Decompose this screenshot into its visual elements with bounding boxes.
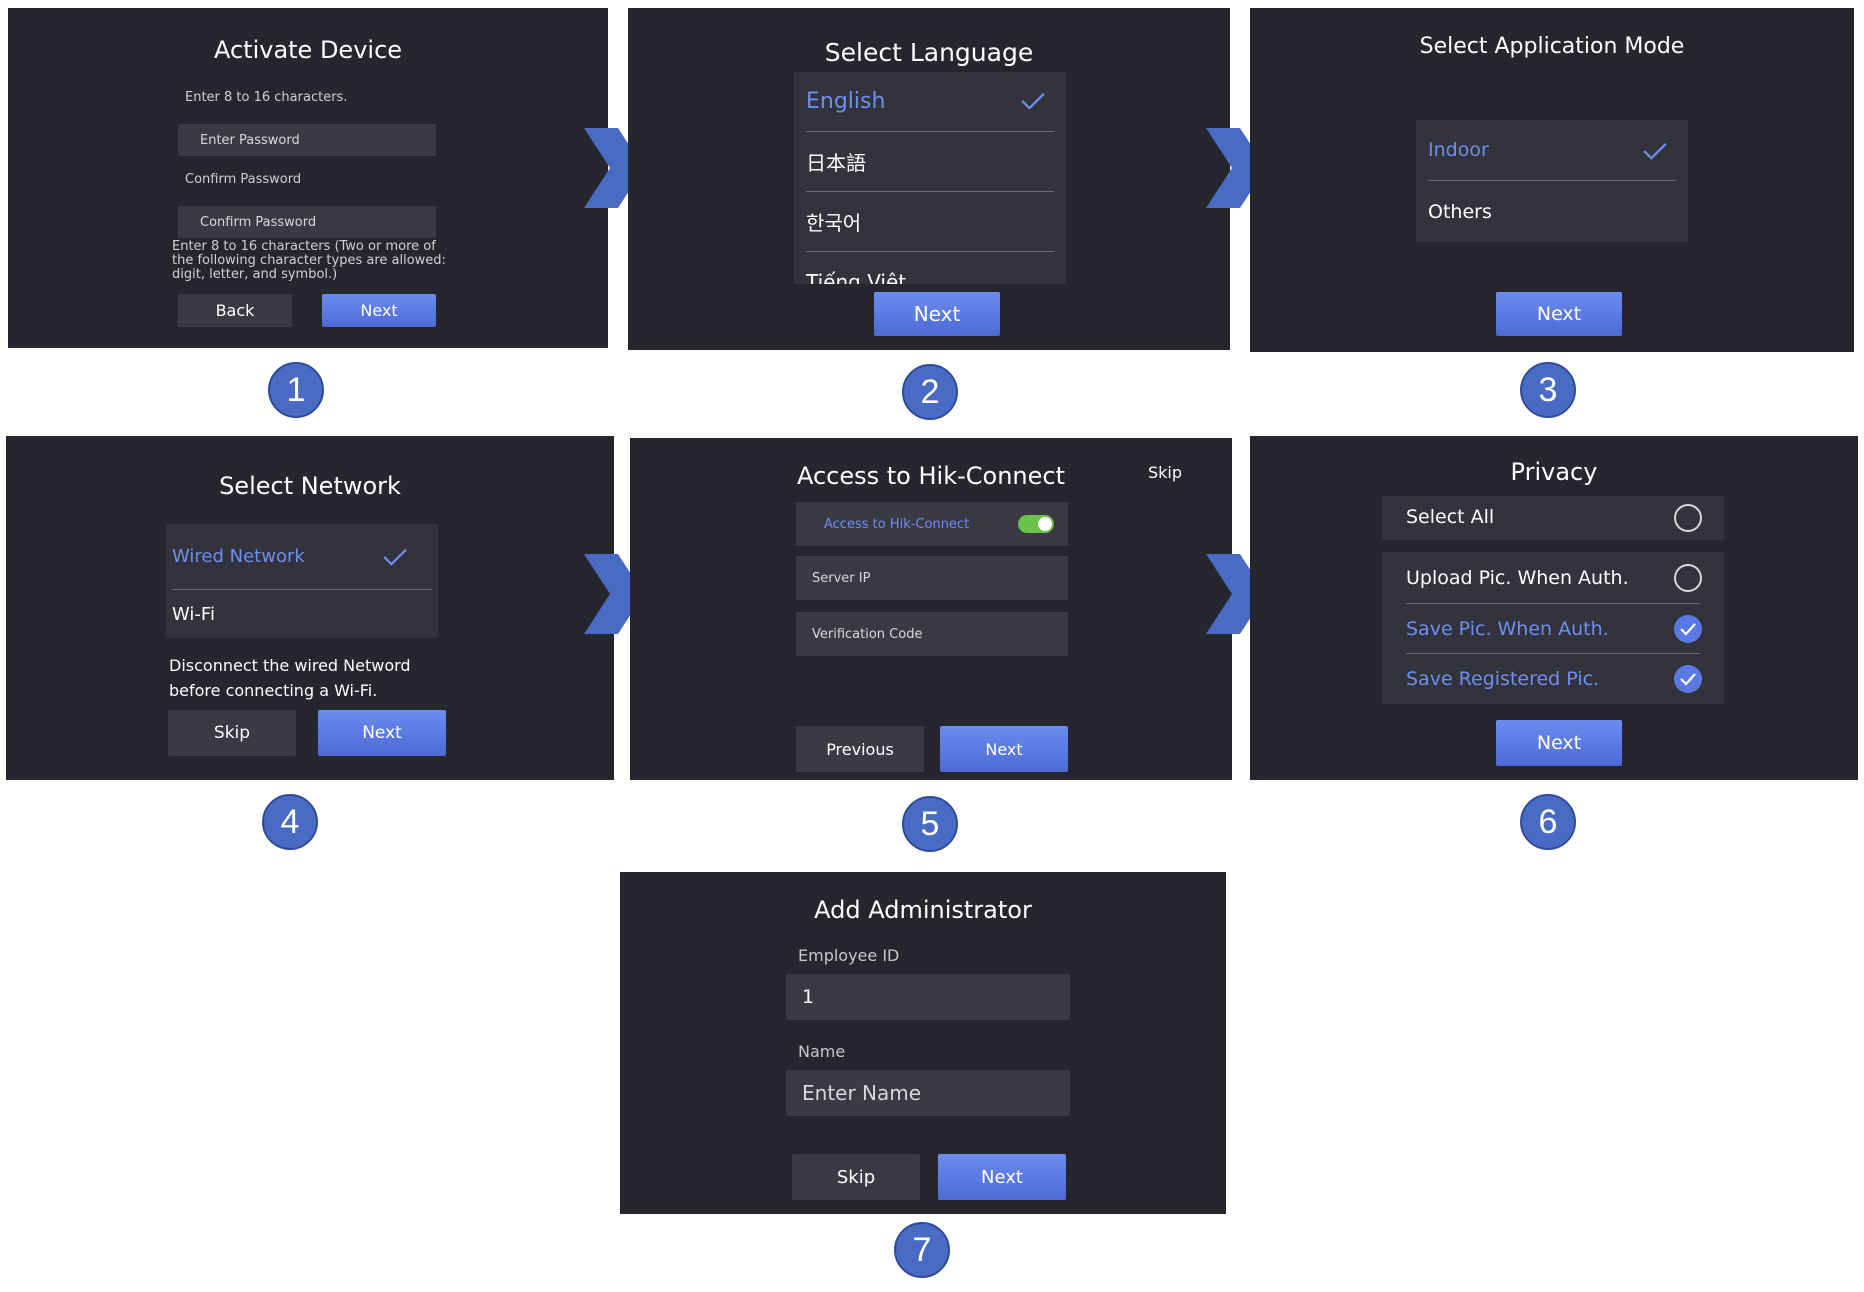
- page-title: Access to Hik-Connect: [796, 462, 1066, 490]
- network-note-line-2: before connecting a Wi-Fi.: [169, 681, 378, 700]
- page-title: Select Language: [824, 38, 1034, 67]
- step-badge-1: 1: [268, 362, 324, 418]
- server-ip-placeholder: Server IP: [812, 570, 871, 586]
- language-label: 日本語: [806, 151, 866, 175]
- panel-application-mode: Select Application Mode Indoor Others Ne…: [1250, 8, 1854, 352]
- next-button[interactable]: Next: [318, 710, 446, 756]
- step-badge-4: 4: [262, 794, 318, 850]
- panel-privacy: Privacy Select All Upload Pic. When Auth…: [1250, 436, 1858, 780]
- next-button[interactable]: Next: [1496, 720, 1622, 766]
- panel-activate-device: Activate Device Enter 8 to 16 characters…: [8, 8, 608, 348]
- name-input[interactable]: Enter Name: [786, 1070, 1070, 1116]
- name-label: Name: [798, 1042, 846, 1061]
- language-item-english[interactable]: English: [806, 72, 1054, 132]
- password-hint: Enter 8 to 16 characters.: [185, 90, 348, 105]
- option-label: Save Registered Pic.: [1406, 668, 1600, 690]
- language-item-korean[interactable]: 한국어: [806, 192, 1054, 252]
- option-label: Save Pic. When Auth.: [1406, 617, 1609, 640]
- radio-empty-icon: [1674, 504, 1702, 532]
- page-title: Activate Device: [213, 36, 403, 64]
- network-item-wifi[interactable]: Wi-Fi: [172, 590, 432, 638]
- hik-connect-toggle-row: Access to Hik-Connect: [796, 502, 1068, 546]
- hik-connect-toggle[interactable]: [1018, 515, 1054, 533]
- step-badge-2: 2: [902, 364, 958, 420]
- confirm-password-label: Confirm Password: [185, 172, 302, 187]
- verification-code-placeholder: Verification Code: [812, 626, 923, 642]
- verification-code-input[interactable]: Verification Code: [796, 612, 1068, 656]
- checkmark-icon: [1643, 143, 1667, 160]
- step-badge-6: 6: [1520, 794, 1576, 850]
- network-item-wired[interactable]: Wired Network: [172, 524, 432, 590]
- language-item-japanese[interactable]: 日本語: [806, 132, 1054, 192]
- name-placeholder: Enter Name: [802, 1081, 922, 1105]
- next-button[interactable]: Next: [938, 1154, 1066, 1200]
- mode-list: Indoor Others: [1416, 120, 1688, 242]
- chevron-right-icon: [584, 554, 644, 634]
- network-list: Wired Network Wi-Fi: [166, 524, 438, 638]
- page-title: Select Network: [219, 472, 401, 500]
- mode-label: Indoor: [1428, 139, 1489, 161]
- language-label: 한국어: [806, 211, 862, 235]
- privacy-option-save-pic[interactable]: Save Pic. When Auth.: [1406, 604, 1702, 654]
- language-label: Tiếng Việt: [806, 270, 907, 284]
- panel-select-language: Select Language English 日本語 한국어 Tiếng Vi…: [628, 8, 1230, 350]
- checkmark-circle-icon: [1674, 665, 1702, 693]
- radio-empty-icon: [1674, 564, 1702, 592]
- employee-id-value: 1: [802, 986, 815, 1008]
- next-button[interactable]: Next: [322, 294, 436, 327]
- employee-id-label: Employee ID: [798, 946, 900, 965]
- confirm-password-placeholder: Confirm Password: [200, 214, 317, 230]
- confirm-password-input[interactable]: Confirm Password: [178, 206, 436, 238]
- privacy-option-save-registered-pic[interactable]: Save Registered Pic.: [1406, 654, 1702, 704]
- panel-hik-connect: Access to Hik-Connect Skip Access to Hik…: [630, 438, 1232, 780]
- network-note-line-1: Disconnect the wired Netword: [169, 656, 411, 675]
- page-title: Select Application Mode: [1419, 34, 1685, 59]
- password-input[interactable]: Enter Password: [178, 124, 436, 156]
- mode-item-others[interactable]: Others: [1428, 181, 1676, 242]
- skip-button[interactable]: Skip: [168, 710, 296, 756]
- panel-add-administrator: Add Administrator Employee ID 1 Name Ent…: [620, 872, 1226, 1214]
- back-button[interactable]: Back: [178, 294, 292, 327]
- employee-id-input[interactable]: 1: [786, 974, 1070, 1020]
- page-title: Privacy: [1510, 458, 1598, 486]
- select-all-row[interactable]: Select All: [1382, 496, 1724, 540]
- checkmark-circle-icon: [1674, 615, 1702, 643]
- password-rule-text: Enter 8 to 16 characters (Two or more of…: [172, 239, 446, 282]
- mode-item-indoor[interactable]: Indoor: [1428, 120, 1676, 181]
- option-label: Upload Pic. When Auth.: [1406, 566, 1629, 589]
- skip-button[interactable]: Skip: [792, 1154, 920, 1200]
- next-button[interactable]: Next: [1496, 292, 1622, 336]
- step-badge-5: 5: [902, 796, 958, 852]
- privacy-options-list: Upload Pic. When Auth. Save Pic. When Au…: [1382, 552, 1724, 704]
- server-ip-input[interactable]: Server IP: [796, 556, 1068, 600]
- step-badge-3: 3: [1520, 362, 1576, 418]
- panel-select-network: Select Network Wired Network Wi-Fi Disco…: [6, 436, 614, 780]
- next-button[interactable]: Next: [940, 726, 1068, 772]
- next-button[interactable]: Next: [874, 292, 1000, 336]
- previous-button[interactable]: Previous: [796, 726, 924, 772]
- skip-link[interactable]: Skip: [1147, 462, 1183, 482]
- privacy-option-upload-pic[interactable]: Upload Pic. When Auth.: [1406, 552, 1702, 604]
- mode-label: Others: [1428, 200, 1492, 223]
- toggle-label: Access to Hik-Connect: [824, 516, 970, 532]
- page-title: Add Administrator: [814, 896, 1032, 924]
- password-placeholder: Enter Password: [200, 132, 300, 148]
- language-item-vietnamese[interactable]: Tiếng Việt: [806, 252, 1054, 284]
- network-label: Wired Network: [172, 546, 305, 567]
- checkmark-icon: [1021, 93, 1045, 110]
- language-list: English 日本語 한국어 Tiếng Việt: [794, 72, 1066, 284]
- network-label: Wi-Fi: [172, 603, 215, 625]
- language-label: English: [806, 89, 886, 114]
- select-all-label: Select All: [1406, 506, 1495, 528]
- step-badge-7: 7: [894, 1222, 950, 1278]
- checkmark-icon: [383, 549, 407, 566]
